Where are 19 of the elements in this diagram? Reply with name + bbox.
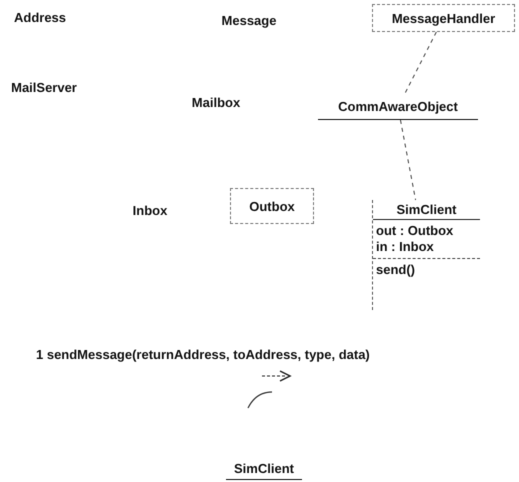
- class-box: [372, 4, 515, 32]
- attribute-text: out : Outbox: [376, 223, 454, 239]
- connector-line: [404, 32, 437, 94]
- class-box: [372, 200, 480, 310]
- class-name: Mailbox: [180, 90, 252, 114]
- class-name: SimClient: [233, 461, 295, 476]
- class-name: Outbox: [248, 198, 296, 214]
- connector-line: [400, 120, 416, 200]
- attribute-text: in : Inbox: [376, 239, 435, 255]
- message-label: 1 sendMessage(returnAddress, toAddress, type, data): [36, 347, 370, 362]
- class-name: MailServer: [3, 76, 85, 98]
- method-text: send(): [376, 262, 416, 278]
- class-name: Inbox: [120, 198, 180, 222]
- class-name: MessageHandler: [390, 10, 496, 26]
- class-name: SimClient: [373, 200, 480, 220]
- class-name: Message: [208, 8, 290, 32]
- class-box: [230, 188, 314, 224]
- class-name: Address: [5, 6, 75, 28]
- class-name: CommAwareObject: [337, 99, 459, 114]
